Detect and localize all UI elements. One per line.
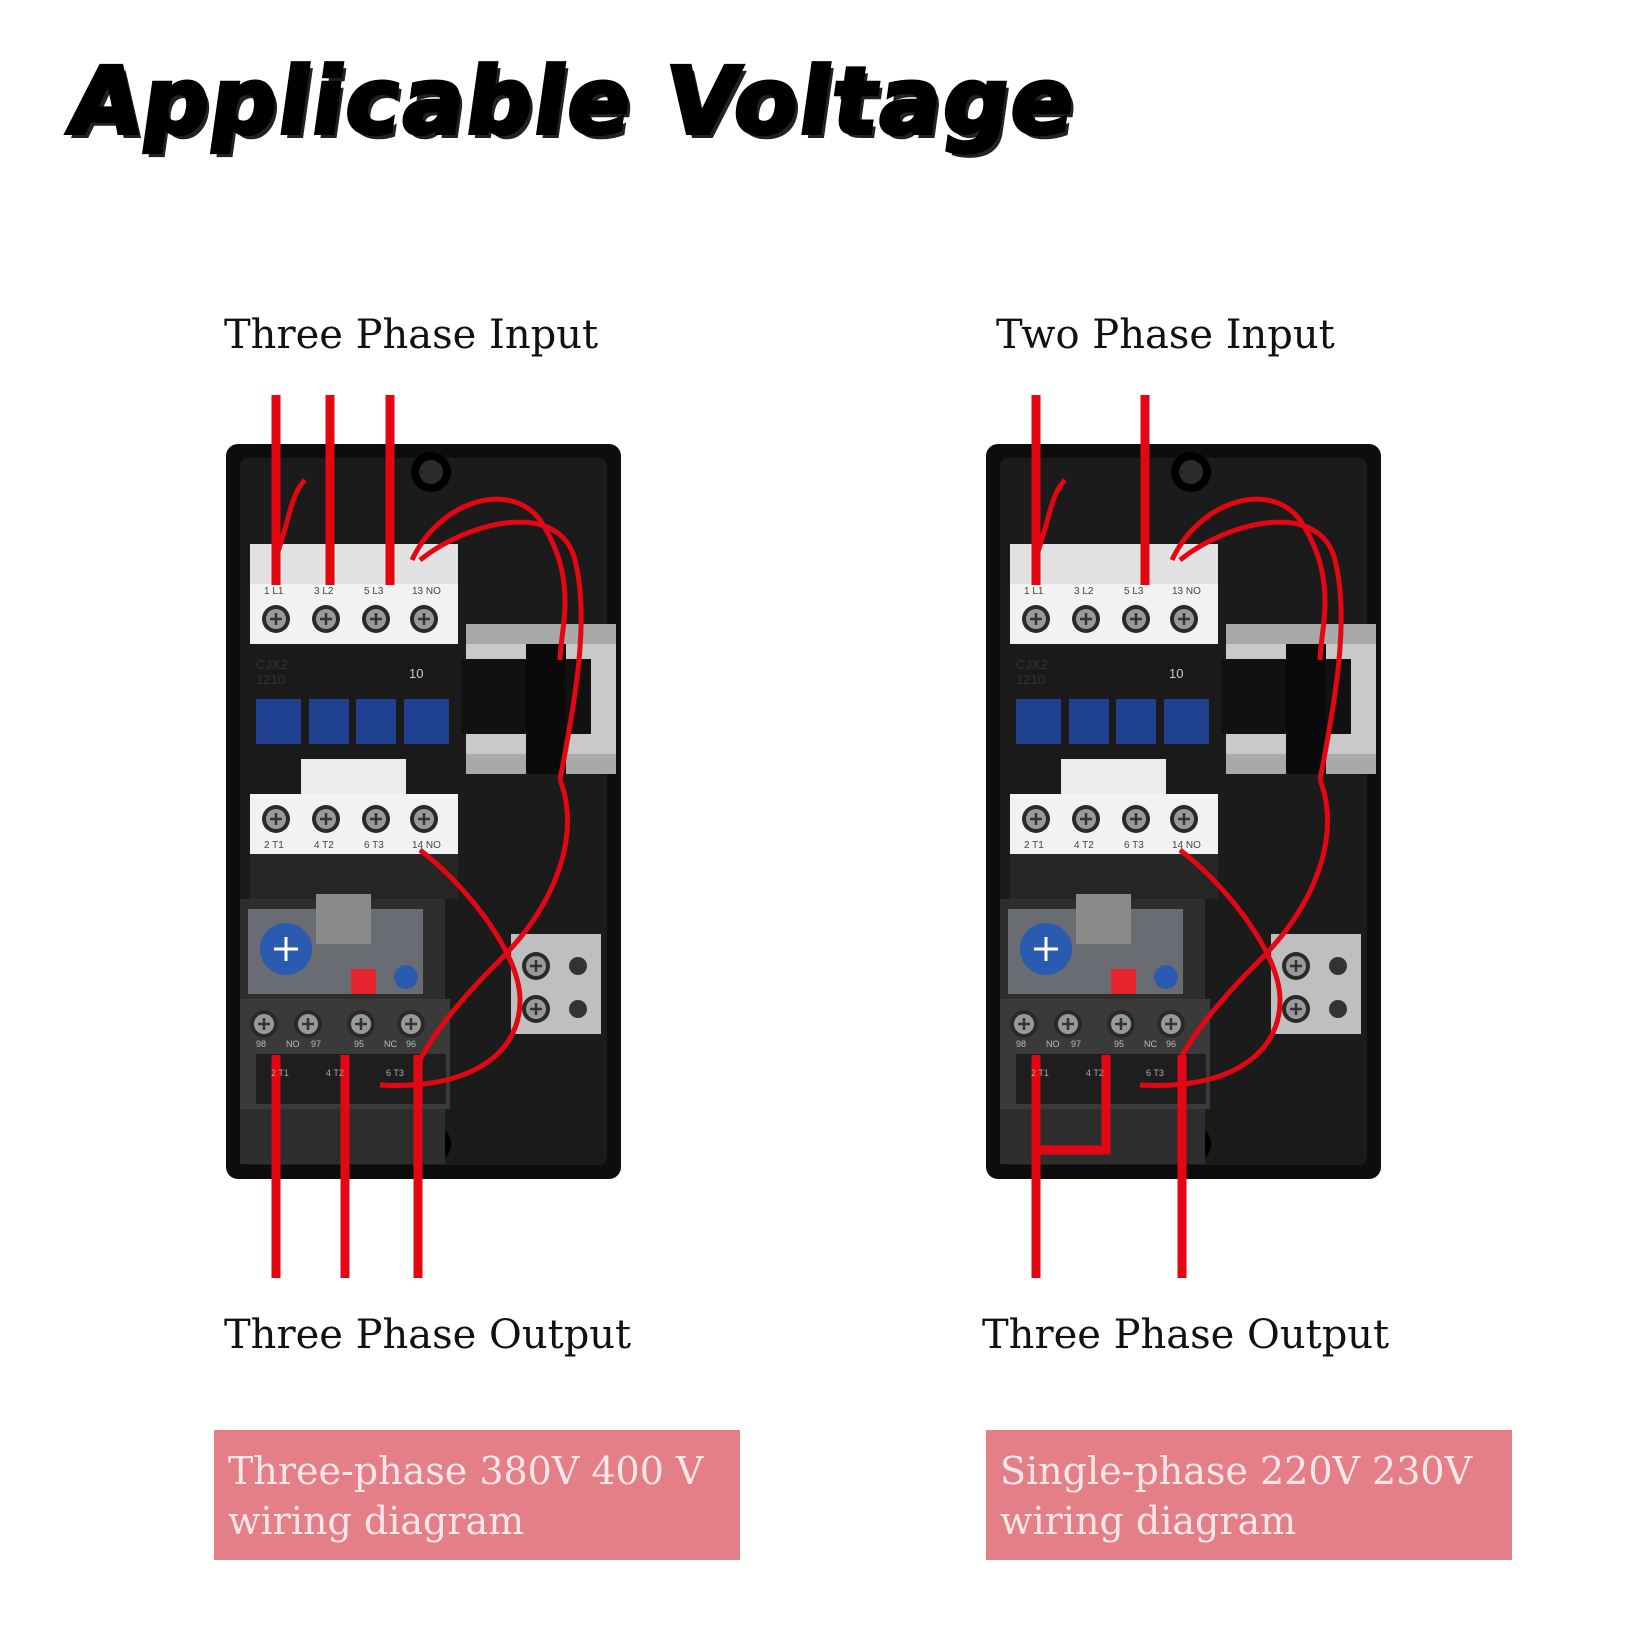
left-top-terminal-label: 5 L3 xyxy=(364,586,384,597)
left-bottom-terminal-label: 2 T1 xyxy=(264,840,284,851)
left-relay-terminal-label: 96 xyxy=(406,1039,416,1049)
right-relay-terminal-label: NC xyxy=(1144,1039,1157,1049)
right-top-terminal-label: 5 L3 xyxy=(1124,586,1144,597)
left-input-wires xyxy=(271,395,395,585)
left-caption-box: Three-phase 380V 400 V wiring diagram xyxy=(214,1430,740,1560)
right-model-line1: CJX2 xyxy=(1016,657,1048,672)
left-output-label: Three Phase Output xyxy=(224,1312,632,1358)
left-top-terminal-label: 13 NO xyxy=(412,586,441,597)
right-relay-terminal-label: 97 xyxy=(1071,1039,1081,1049)
right-model-line2: 1210 xyxy=(1016,672,1045,687)
right-bottom-terminal-label: 6 T3 xyxy=(1124,840,1144,851)
right-output-wires xyxy=(1031,1055,1187,1278)
right-relay-bottom-label: 4 T2 xyxy=(1086,1068,1104,1078)
left-relay-bottom-label: 2 T1 xyxy=(271,1068,289,1078)
right-caption-line2: wiring diagram xyxy=(1000,1499,1297,1543)
right-top-terminal-label: 1 L1 xyxy=(1024,586,1044,597)
left-top-terminal-label: 3 L2 xyxy=(314,586,334,597)
left-relay-terminal-label: 95 xyxy=(354,1039,364,1049)
right-bottom-terminal-label: 14 NO xyxy=(1172,840,1201,851)
right-relay-terminal-label: 95 xyxy=(1114,1039,1124,1049)
right-top-terminal-label: 3 L2 xyxy=(1074,586,1094,597)
right-aux-number: 10 xyxy=(1169,666,1183,681)
left-caption-line2: wiring diagram xyxy=(228,1499,525,1543)
left-relay-terminal-label: 98 xyxy=(256,1039,266,1049)
right-internal-wires xyxy=(1032,478,1344,1089)
right-caption-box: Single-phase 220V 230V wiring diagram xyxy=(986,1430,1512,1560)
right-relay-terminal-label: 98 xyxy=(1016,1039,1026,1049)
left-relay-terminal-label: NC xyxy=(384,1039,397,1049)
right-bottom-terminal-label: 4 T2 xyxy=(1074,840,1094,851)
left-input-label: Three Phase Input xyxy=(224,312,599,358)
left-model-line1: CJX2 xyxy=(256,657,288,672)
left-top-terminal-label: 1 L1 xyxy=(264,586,284,597)
right-relay-bottom-label: 2 T1 xyxy=(1031,1068,1049,1078)
left-relay-terminal-label: NO xyxy=(286,1039,300,1049)
right-relay-terminal-label: NO xyxy=(1046,1039,1060,1049)
left-internal-wires xyxy=(272,478,584,1089)
left-bottom-terminal-label: 6 T3 xyxy=(364,840,384,851)
right-bottom-terminal-label: 2 T1 xyxy=(1024,840,1044,851)
left-relay-terminal-label: 97 xyxy=(311,1039,321,1049)
right-caption-line1: Single-phase 220V 230V xyxy=(1000,1449,1473,1493)
right-relay-terminal-label: 96 xyxy=(1166,1039,1176,1049)
left-caption-line1: Three-phase 380V 400 V xyxy=(228,1449,704,1493)
right-input-wires xyxy=(1031,395,1150,585)
left-model-line2: 1210 xyxy=(256,672,285,687)
left-relay-bottom-label: 4 T2 xyxy=(326,1068,344,1078)
right-input-label: Two Phase Input xyxy=(996,312,1335,358)
right-relay-bottom-label: 6 T3 xyxy=(1146,1068,1164,1078)
left-output-wires xyxy=(271,1055,423,1278)
right-output-label: Three Phase Output xyxy=(982,1312,1390,1358)
left-bottom-terminal-label: 4 T2 xyxy=(314,840,334,851)
left-aux-number: 10 xyxy=(409,666,423,681)
left-bottom-terminal-label: 14 NO xyxy=(412,840,441,851)
left-relay-bottom-label: 6 T3 xyxy=(386,1068,404,1078)
right-top-terminal-label: 13 NO xyxy=(1172,586,1201,597)
